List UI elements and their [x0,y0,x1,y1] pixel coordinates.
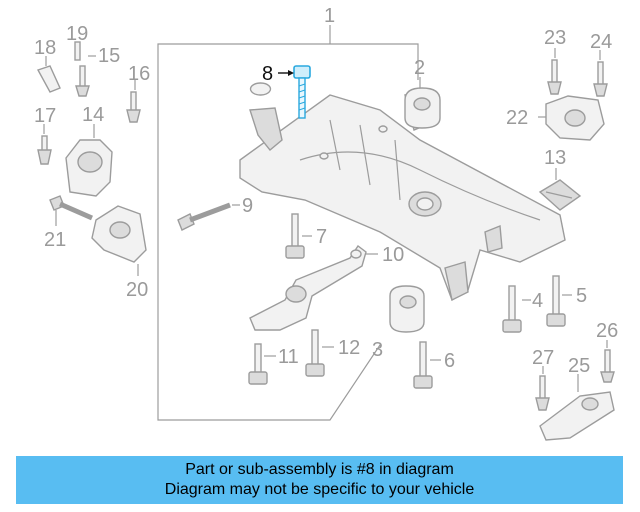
callout-24: 24 [590,31,612,53]
bolt-part-7[interactable] [285,213,305,259]
callout-14: 14 [82,104,104,126]
callout-7: 7 [316,226,327,248]
bolt-part-4[interactable] [502,285,522,333]
bolt-part-11[interactable] [248,343,268,385]
stud-part-16[interactable] [126,91,141,123]
bolt-part-8[interactable] [293,65,311,119]
parts-diagram: 1 2 3 4 5 6 7 8 9 10 11 12 13 14 15 16 1… [34,5,618,441]
callout-9: 9 [242,195,253,217]
callout-17: 17 [34,105,56,127]
callout-8: 8 [262,63,273,85]
bracket-part-18[interactable] [36,65,61,93]
callout-2: 2 [414,57,425,79]
mount-part-2[interactable] [404,87,441,129]
callout-5: 5 [576,285,587,307]
callout-27: 27 [532,347,554,369]
callout-12: 12 [338,337,360,359]
callout-22: 22 [506,107,528,129]
bolt-part-12[interactable] [305,329,325,377]
link-part-10[interactable] [249,244,367,331]
mount-part-14[interactable] [65,139,113,197]
callout-10: 10 [382,244,404,266]
assembly-frame [157,43,381,421]
callout-6: 6 [444,350,455,372]
pad-part-13[interactable] [538,179,582,211]
caption-line-1: Part or sub-assembly is #8 in diagram [185,461,454,478]
callout-3: 3 [372,339,383,361]
caption-banner: Part or sub-assembly is #8 in diagram Di… [16,456,623,504]
callout-23: 23 [544,27,566,49]
callout-16: 16 [128,63,150,85]
callout-20: 20 [126,279,148,301]
bolt-part-5[interactable] [546,275,566,327]
callout-1: 1 [324,5,335,27]
stud-part-15[interactable] [75,65,90,97]
caption-line-2: Diagram may not be specific to your vehi… [164,481,475,498]
stud-part-19[interactable] [74,41,81,61]
callout-26: 26 [596,320,618,342]
bracket-part-25[interactable] [539,391,615,441]
callout-15: 15 [98,45,120,67]
bolt-part-6[interactable] [413,341,433,389]
stud-part-26[interactable] [600,349,615,383]
bolt-part-9[interactable] [177,202,231,231]
callout-25: 25 [568,355,590,377]
callout-4: 4 [532,290,543,312]
callout-13: 13 [544,147,566,169]
stud-part-17[interactable] [37,135,52,165]
stud-part-27[interactable] [535,375,550,411]
callout-19: 19 [66,23,88,45]
callout-21: 21 [44,229,66,251]
callout-11: 11 [278,346,299,368]
mount-part-22[interactable] [545,95,605,141]
stud-part-24[interactable] [593,61,608,97]
callout-18: 18 [34,37,56,59]
stud-part-23[interactable] [547,59,562,95]
mount-part-20[interactable] [91,205,147,263]
bolt-part-21[interactable] [49,195,94,221]
mount-part-3[interactable] [389,285,425,333]
